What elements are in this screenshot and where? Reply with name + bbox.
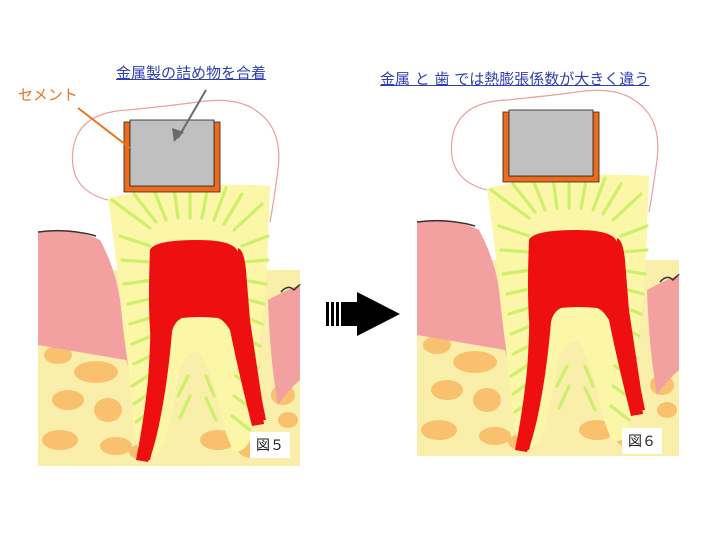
tooth-panel-left bbox=[36, 98, 302, 468]
figure-label-right: 図６ bbox=[622, 428, 662, 454]
right-arrow-icon bbox=[326, 292, 400, 336]
pointer-arrow-head bbox=[172, 128, 184, 142]
tooth-panel-right bbox=[415, 88, 681, 458]
pointer-arrow-line bbox=[177, 89, 207, 139]
right-caption: 金属 と 歯 では熱膨張係数が大きく違う bbox=[380, 70, 650, 88]
cement-label: セメント bbox=[18, 86, 78, 104]
cement-leader-line bbox=[77, 107, 131, 149]
left-caption: 金属製の詰め物を合着 bbox=[116, 64, 267, 82]
figure-label-left: 図５ bbox=[250, 432, 290, 458]
